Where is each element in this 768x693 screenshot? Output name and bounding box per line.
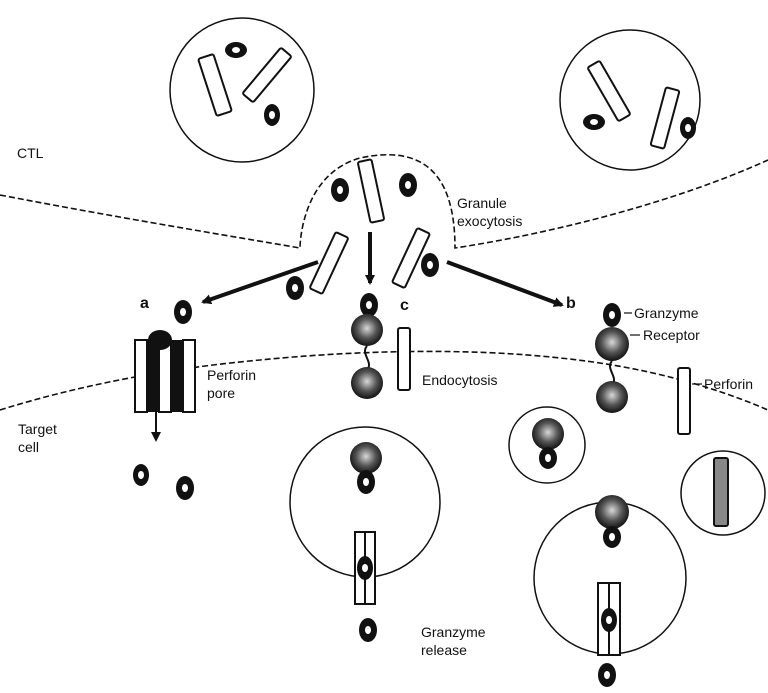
label-receptor: Receptor bbox=[643, 327, 700, 343]
label-path-a: a bbox=[140, 295, 149, 312]
label-target-line1: Target bbox=[18, 421, 57, 437]
label-perforin: Perforin bbox=[704, 376, 753, 392]
label-path-b: b bbox=[566, 295, 576, 312]
perforin-pore bbox=[134, 330, 196, 413]
granule-top-right bbox=[559, 29, 701, 171]
vesicle-b-left bbox=[508, 406, 586, 484]
endosome-b bbox=[533, 495, 687, 656]
granzyme-receptor-complex-b bbox=[595, 303, 629, 413]
arrow-to-path-b bbox=[446, 260, 564, 307]
exocytosis-granule-contents bbox=[286, 158, 439, 300]
label-granzyme: Granzyme bbox=[634, 305, 699, 321]
label-perforin-pore-line1: Perforin bbox=[207, 367, 256, 383]
perforin-rod-c bbox=[397, 327, 411, 391]
endosome-c bbox=[289, 426, 441, 605]
perforin-rod-b bbox=[677, 367, 691, 435]
vesicle-b-right bbox=[680, 450, 766, 536]
granzyme-receptor-complex-c bbox=[351, 293, 383, 399]
target-membrane bbox=[0, 350, 768, 411]
arrow-to-path-a bbox=[201, 260, 319, 305]
label-granzyme-release-line1: Granzyme bbox=[421, 624, 486, 640]
label-granzyme-release-line2: release bbox=[421, 642, 467, 658]
label-path-c: c bbox=[400, 297, 409, 314]
label-perforin-pore-line2: pore bbox=[207, 385, 235, 401]
label-granule-line1: Granule bbox=[457, 195, 507, 211]
label-endocytosis: Endocytosis bbox=[422, 372, 497, 388]
ctl-membrane bbox=[0, 153, 768, 249]
label-ctl: CTL bbox=[17, 145, 44, 161]
label-target-line2: cell bbox=[18, 439, 39, 455]
granule-top-left bbox=[169, 17, 315, 163]
label-granule-line2: exocytosis bbox=[457, 213, 522, 229]
